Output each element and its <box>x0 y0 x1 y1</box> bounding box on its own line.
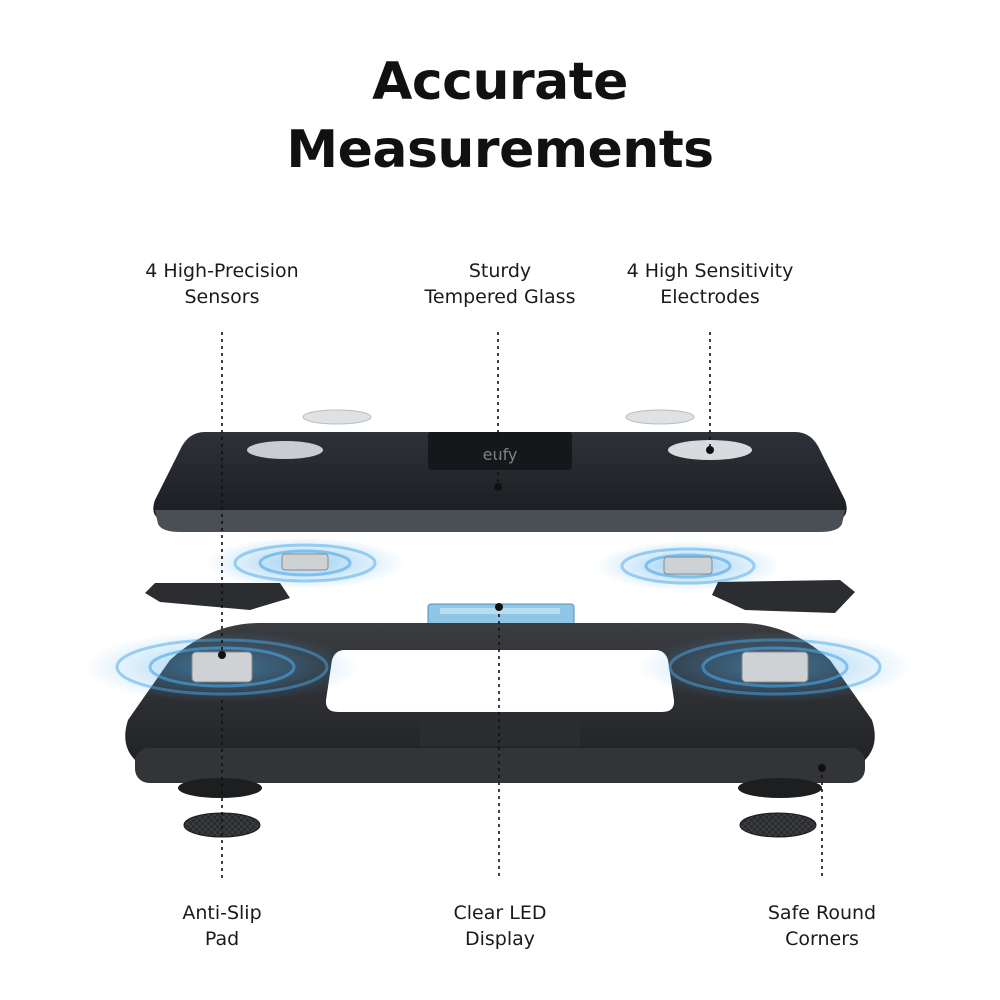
sensor-lower-right <box>741 651 809 683</box>
electrode-cap-left <box>302 409 372 425</box>
electrode-pad-left <box>247 441 323 459</box>
callout-electrodes: 4 High Sensitivity Electrodes <box>590 258 830 310</box>
callout-corners: Safe Round Corners <box>702 900 942 952</box>
callout-sensors-line2: Sensors <box>184 286 260 308</box>
sensor-upper-left <box>281 553 329 571</box>
title-line-2: Measurements <box>286 120 714 180</box>
tempered-glass-plate: eufy <box>153 432 847 532</box>
callout-pad: Anti-Slip Pad <box>102 900 342 952</box>
callout-display-line2: Display <box>464 928 536 950</box>
page-title: Accurate Measurements <box>0 48 1000 184</box>
callout-pad-line2: Pad <box>204 928 240 950</box>
sensor-upper-right <box>663 556 713 575</box>
corner-cap-left <box>145 583 290 610</box>
anti-slip-pad-right <box>739 812 817 838</box>
callout-corners-line2: Corners <box>785 928 859 950</box>
callout-display-line1: Clear LED <box>453 902 547 924</box>
callout-display: Clear LED Display <box>380 900 620 952</box>
electrode-cap-right <box>625 409 695 425</box>
corner-cap-right <box>712 580 855 613</box>
callout-electrodes-line1: 4 High Sensitivity <box>626 260 794 282</box>
callout-glass-line2: Tempered Glass <box>424 286 576 308</box>
callout-sensors: 4 High-Precision Sensors <box>102 258 342 310</box>
callout-glass-line1: Sturdy <box>468 260 532 282</box>
callout-electrodes-line2: Electrodes <box>660 286 760 308</box>
callout-sensors-line1: 4 High-Precision <box>145 260 299 282</box>
callout-corners-line1: Safe Round <box>767 902 877 924</box>
callout-glass: Sturdy Tempered Glass <box>380 258 620 310</box>
callout-pad-line1: Anti-Slip <box>182 902 262 924</box>
brand-logo: eufy <box>483 445 518 464</box>
title-line-1: Accurate <box>372 52 628 112</box>
